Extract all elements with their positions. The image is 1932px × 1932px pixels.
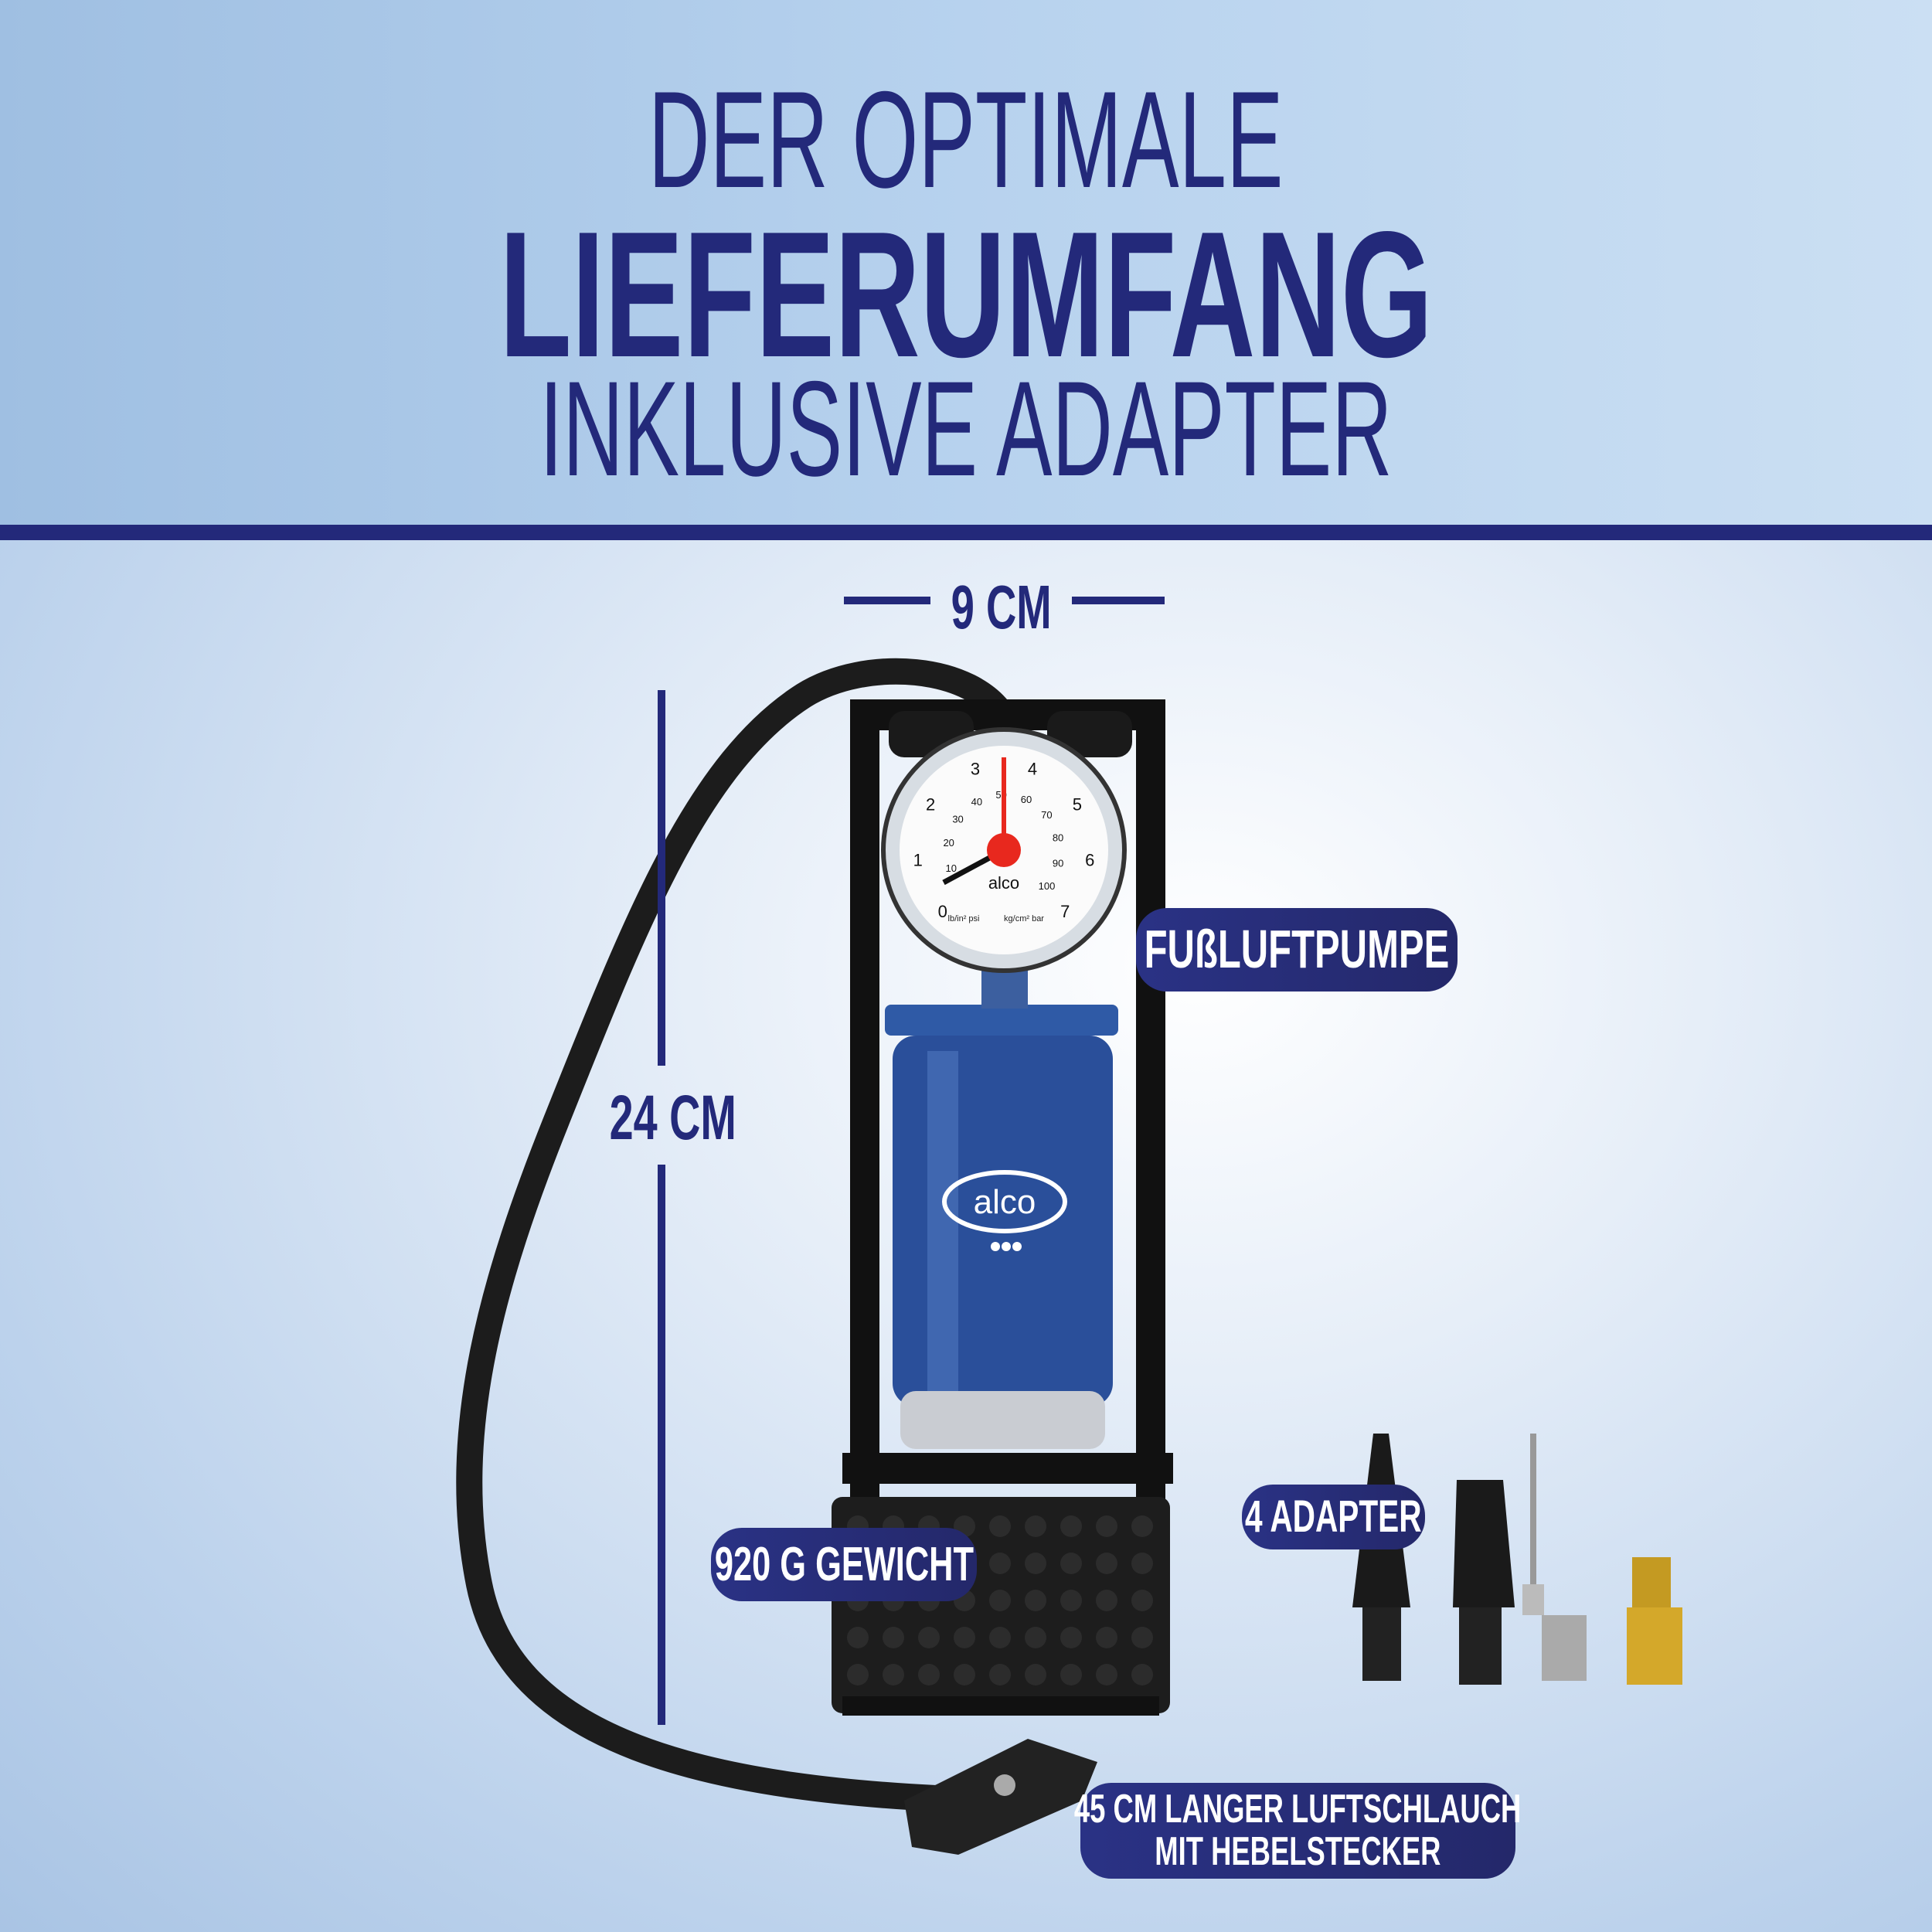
gauge-psi-tick: 90 — [1053, 857, 1063, 869]
adapter-tube-icon — [1453, 1480, 1515, 1685]
width-dimension-line-right — [1072, 597, 1165, 604]
gauge-psi-tick: 70 — [1041, 809, 1052, 821]
header-divider — [0, 525, 1932, 540]
gauge-hub — [987, 833, 1021, 867]
gauge-psi-tick: 80 — [1053, 832, 1063, 843]
height-dimension-label: 24 CM — [609, 1083, 736, 1153]
gauge-psi-tick: 60 — [1021, 794, 1032, 805]
adapter-cone-icon — [1352, 1434, 1410, 1681]
gauge-psi-tick: 10 — [946, 862, 957, 874]
width-dimension-label: 9 CM — [951, 573, 1052, 641]
pressure-gauge: lb/in² psi kg/cm² bar alco 0 1 2 3 4 5 6 7 10 20 3… — [881, 727, 1127, 973]
air-hose — [456, 658, 1016, 1814]
gauge-psi-tick: 20 — [943, 837, 954, 849]
pump-label: FUßLUFTPUMPE — [1136, 908, 1458, 992]
gauge-psi-tick: 30 — [952, 813, 963, 825]
adapter-needle-icon — [1522, 1434, 1587, 1681]
svg-text:lb/in² psi: lb/in² psi — [948, 914, 980, 923]
gauge-psi-tick: 100 — [1039, 880, 1056, 892]
weight-label: 920 G GEWICHT — [711, 1528, 977, 1601]
gauge-psi-tick: 40 — [971, 796, 982, 808]
svg-text:alco: alco — [974, 1183, 1036, 1221]
gauge-bar-tick: 0 — [938, 902, 947, 921]
headline-line-1: DER OPTIMALE — [648, 63, 1284, 216]
gauge-bar-tick: 5 — [1073, 794, 1082, 814]
adapters-label: 4 ADAPTER — [1242, 1485, 1425, 1549]
gauge-bar-tick: 7 — [1060, 902, 1070, 921]
svg-text:alco: alco — [988, 873, 1019, 893]
height-dimension-line-bottom — [658, 1165, 665, 1725]
lever-connector-icon — [904, 1739, 1097, 1855]
gauge-bar-tick: 2 — [926, 794, 935, 814]
height-dimension-line-top — [658, 690, 665, 1066]
gauge-bar-tick: 3 — [971, 759, 980, 778]
header-band — [0, 0, 1932, 526]
gauge-bar-tick: 1 — [913, 851, 923, 870]
headline-line-2: LIEFERUMFANG — [499, 195, 1433, 395]
gauge-bar-tick: 4 — [1028, 759, 1037, 778]
headline-line-3: INKLUSIVE ADAPTER — [539, 354, 1393, 505]
width-dimension-line-left — [844, 597, 930, 604]
pump-cylinder: alco — [885, 1005, 1118, 1449]
gauge-bar-tick: 6 — [1085, 851, 1094, 870]
svg-text:kg/cm² bar: kg/cm² bar — [1004, 914, 1044, 923]
adapter-valve-icon — [1627, 1557, 1682, 1685]
